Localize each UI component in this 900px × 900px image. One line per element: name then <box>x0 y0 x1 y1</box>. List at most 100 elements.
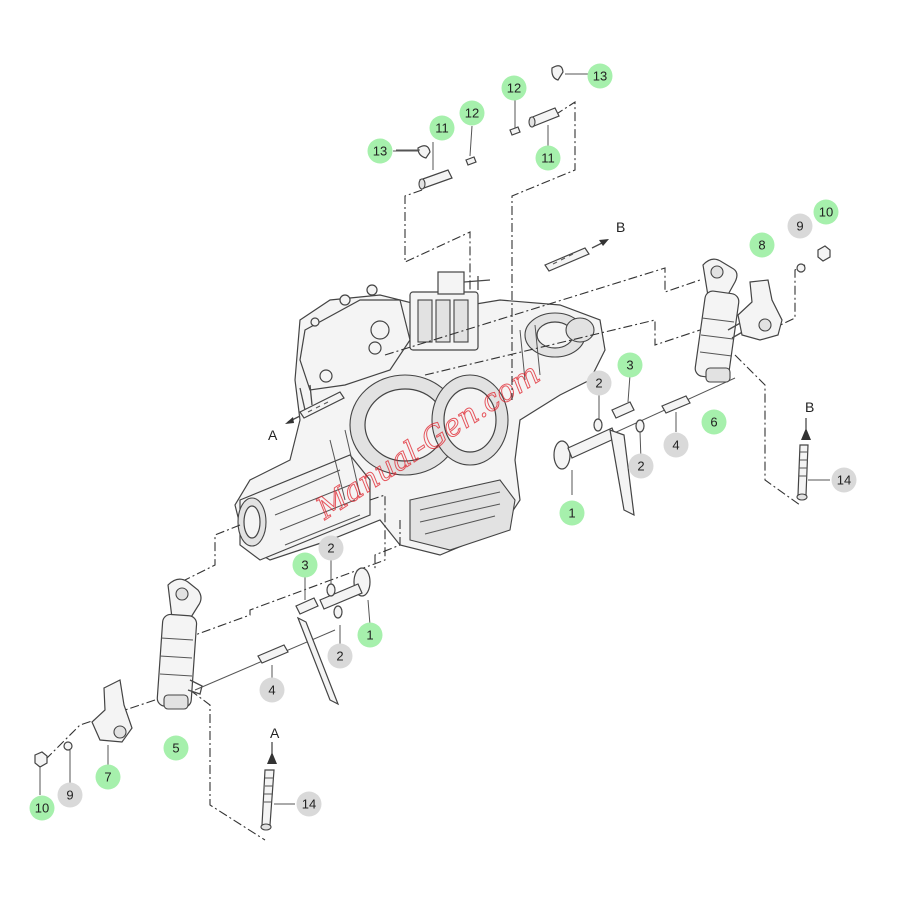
callout-number: 11 <box>541 151 555 166</box>
callout-number: 3 <box>626 358 633 373</box>
callout-number: 6 <box>710 415 717 430</box>
clip-13a <box>417 145 431 159</box>
callout-badge-circle <box>292 552 318 578</box>
flange-1a <box>553 440 571 470</box>
callout-number: 9 <box>66 788 73 803</box>
rod-14-left <box>260 742 295 831</box>
callout-badge-circle <box>429 115 455 141</box>
callout-number: 4 <box>268 683 275 698</box>
nut-10b <box>34 751 48 768</box>
callout-c9a: 9 <box>787 213 813 239</box>
marker-A-top: A <box>268 427 278 443</box>
callout-badge-circle <box>587 63 613 89</box>
callout-number: 3 <box>301 558 308 573</box>
pin-group-upper-right <box>509 65 588 148</box>
callout-c1b: 1 <box>357 622 383 648</box>
callout-c3b: 3 <box>292 552 318 578</box>
rod-B-top <box>544 239 609 272</box>
callout-number: 13 <box>373 144 387 159</box>
callout-number: 2 <box>327 541 334 556</box>
pin-12b <box>509 126 521 136</box>
lever-1a <box>609 429 635 517</box>
callout-badge-circle <box>831 467 857 493</box>
callout-number: 12 <box>507 81 521 96</box>
transmission-housing <box>234 271 606 561</box>
callout-c3a: 3 <box>617 352 643 378</box>
rod-A-top <box>285 391 345 424</box>
lift-cylinder-left <box>156 578 203 710</box>
callout-number: 1 <box>568 506 575 521</box>
rod-14-right <box>796 418 830 501</box>
shaft-assembly-left <box>257 558 371 706</box>
bolt-4a <box>661 395 691 414</box>
callout-badge-circle <box>559 500 585 526</box>
washer-9a <box>796 263 806 273</box>
callout-c2a: 2 <box>586 370 612 396</box>
callout-c14a: 14 <box>831 467 857 493</box>
lift-arm-left <box>34 679 133 795</box>
callout-badge-circle <box>318 535 344 561</box>
callout-badge-circle <box>586 370 612 396</box>
pin-3b <box>295 597 319 615</box>
callout-number: 4 <box>672 438 679 453</box>
washer-2a <box>593 418 603 432</box>
callout-number: 5 <box>172 741 179 756</box>
callout-badge-circle <box>95 764 121 790</box>
washer-2c <box>326 583 336 597</box>
callout-c5: 5 <box>163 735 189 761</box>
callout-number: 1 <box>366 628 373 643</box>
callout-c10a: 10 <box>813 199 839 225</box>
callout-badge-circle <box>617 352 643 378</box>
shaft-assembly-right <box>553 374 691 517</box>
callout-number: 10 <box>819 205 833 220</box>
callout-c4a: 4 <box>663 432 689 458</box>
callout-number: 11 <box>435 121 449 136</box>
callout-badge-circle <box>327 643 353 669</box>
arrow-A-top-icon <box>285 417 294 424</box>
washer-2d <box>333 605 343 619</box>
washer-9b <box>63 741 73 751</box>
callout-c14b: 14 <box>296 791 322 817</box>
callout-badge-circle <box>57 782 83 808</box>
callout-c8: 8 <box>749 232 775 258</box>
callout-badge-circle <box>357 622 383 648</box>
callout-number: 13 <box>593 69 607 84</box>
marker-A-bottom: A <box>270 725 280 741</box>
callout-badge-circle <box>296 791 322 817</box>
callout-badge-circle <box>367 138 393 164</box>
callout-badge-circle <box>29 795 55 821</box>
callout-number: 14 <box>302 797 316 812</box>
callout-badge-circle <box>787 213 813 239</box>
callout-number: 12 <box>465 106 479 121</box>
arrow-B-right-icon <box>801 428 811 440</box>
callout-c4b: 4 <box>259 677 285 703</box>
callout-c6: 6 <box>701 409 727 435</box>
callout-badge-circle <box>628 453 654 479</box>
callout-c11b: 11 <box>535 145 561 171</box>
pin-3a <box>611 401 635 419</box>
callout-c7: 7 <box>95 764 121 790</box>
callout-number: 9 <box>796 219 803 234</box>
callout-number: 14 <box>837 473 851 488</box>
callout-badge-circle <box>501 75 527 101</box>
callout-c10b: 10 <box>29 795 55 821</box>
callout-badge-circle <box>259 677 285 703</box>
pin-group-upper-left <box>393 125 477 190</box>
callout-number: 2 <box>595 376 602 391</box>
callout-number: 10 <box>35 801 49 816</box>
nut-10a <box>817 245 831 262</box>
arrow-A-bottom-icon <box>267 752 277 764</box>
callout-c11a: 11 <box>429 115 455 141</box>
callout-badge-circle <box>813 199 839 225</box>
callout-c1a: 1 <box>559 500 585 526</box>
callout-badge-circle <box>163 735 189 761</box>
callout-number: 7 <box>104 770 111 785</box>
callout-badge-circle <box>535 145 561 171</box>
lever-1b <box>296 616 340 706</box>
washer-2b <box>635 419 645 433</box>
lift-cylinder-right <box>694 258 747 383</box>
callout-c2d: 2 <box>327 643 353 669</box>
